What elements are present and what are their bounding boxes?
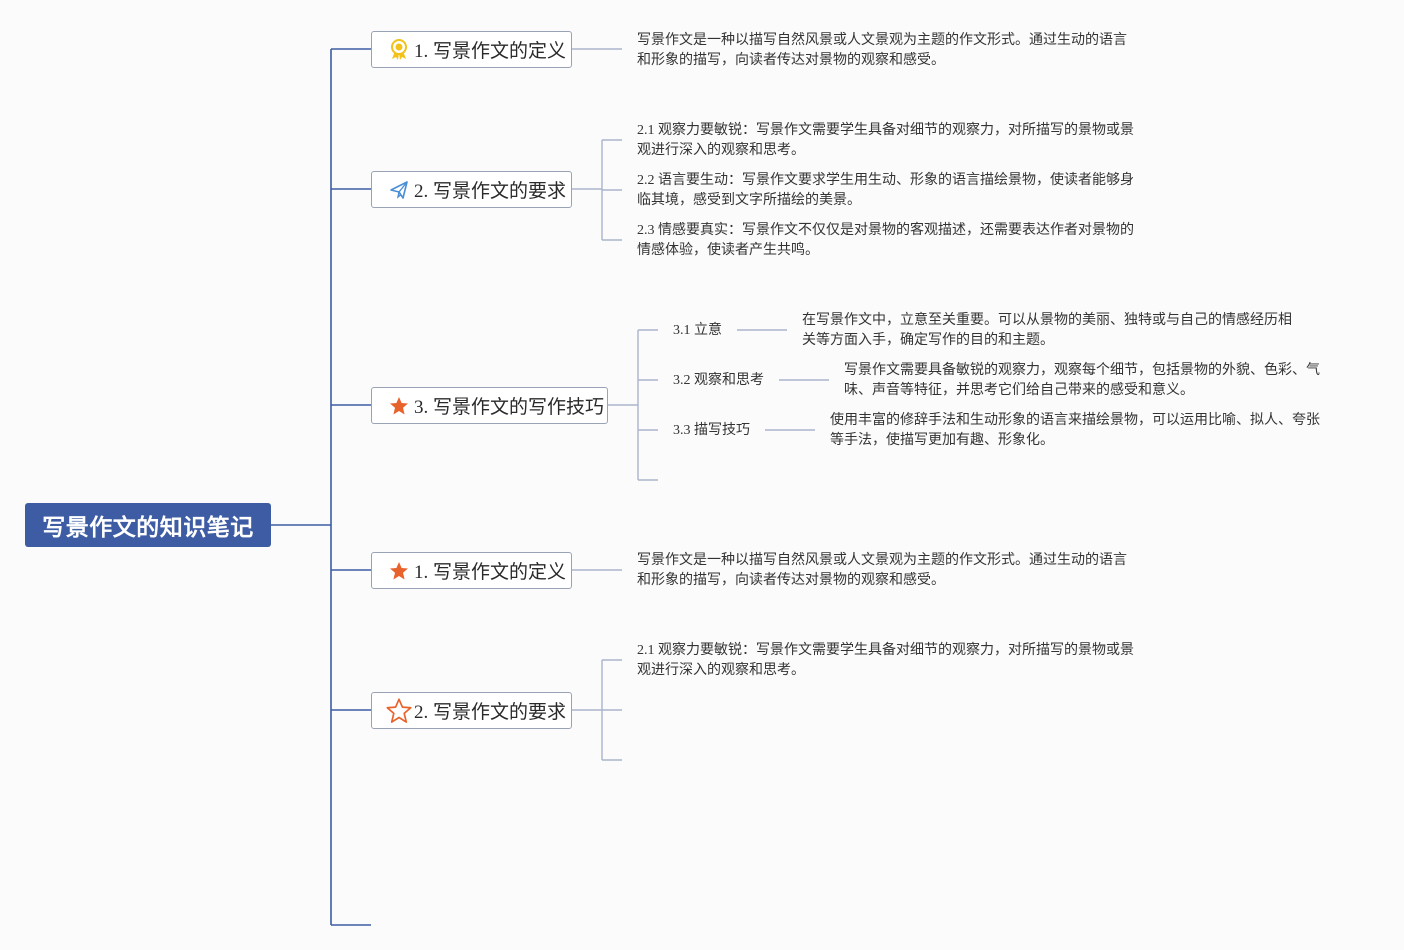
branch-label: 1. 写景作文的定义 (414, 41, 567, 62)
sub-node-observation[interactable]: 3.2 观察和思考 (673, 373, 764, 388)
root-label: 写景作文的知识笔记 (42, 515, 254, 541)
star-filled-icon (388, 395, 410, 417)
leaf-requirement-3: 2.3 情感要真实：写景作文不仅仅是对景物的客观描述，还需要表达作者对景物的情感… (637, 223, 1134, 258)
award-ribbon-icon (388, 38, 410, 61)
leaf-requirement-2: 2.2 语言要生动：写景作文要求学生用生动、形象的语言描绘景物，使读者能够身临其… (637, 173, 1134, 208)
branch-label: 2. 写景作文的要求 (414, 181, 567, 202)
leaf-conception-text: 在写景作文中，立意至关重要。可以从景物的美丽、独特或与自己的情感经历相关等方面入… (802, 313, 1292, 348)
leaf-description-text: 使用丰富的修辞手法和生动形象的语言来描绘景物，可以运用比喻、拟人、夸张等手法，使… (830, 413, 1320, 448)
branch-node-techniques[interactable]: 3. 写景作文的写作技巧 (371, 387, 608, 424)
branch-label: 1. 写景作文的定义 (414, 562, 567, 583)
sub-node-conception[interactable]: 3.1 立意 (673, 323, 722, 338)
leaf-definition-text: 写景作文是一种以描写自然风景或人文景观为主题的作文形式。通过生动的语言和形象的描… (637, 33, 1127, 68)
sub-node-description[interactable]: 3.3 描写技巧 (673, 423, 750, 438)
root-node[interactable]: 写景作文的知识笔记 (25, 503, 271, 547)
branch-node-definition-2[interactable]: 1. 写景作文的定义 (371, 552, 572, 589)
branch-label: 3. 写景作文的写作技巧 (414, 397, 605, 418)
leaf-observation-text: 写景作文需要具备敏锐的观察力，观察每个细节，包括景物的外貌、色彩、气味、声音等特… (844, 363, 1320, 398)
branch-label: 2. 写景作文的要求 (414, 702, 567, 723)
paper-plane-icon (388, 179, 410, 201)
branch-node-requirements[interactable]: 2. 写景作文的要求 (371, 171, 572, 208)
leaf-requirement-1-2: 2.1 观察力要敏锐：写景作文需要学生具备对细节的观察力，对所描写的景物或景观进… (637, 643, 1134, 678)
branch-node-definition[interactable]: 1. 写景作文的定义 (371, 31, 572, 68)
leaf-requirement-1: 2.1 观察力要敏锐：写景作文需要学生具备对细节的观察力，对所描写的景物或景观进… (637, 123, 1134, 158)
leaf-definition-text-2: 写景作文是一种以描写自然风景或人文景观为主题的作文形式。通过生动的语言和形象的描… (637, 553, 1127, 588)
star-filled-icon (388, 560, 410, 582)
branch-node-requirements-2[interactable]: 2. 写景作文的要求 (371, 692, 572, 729)
star-outline-icon (386, 697, 412, 724)
